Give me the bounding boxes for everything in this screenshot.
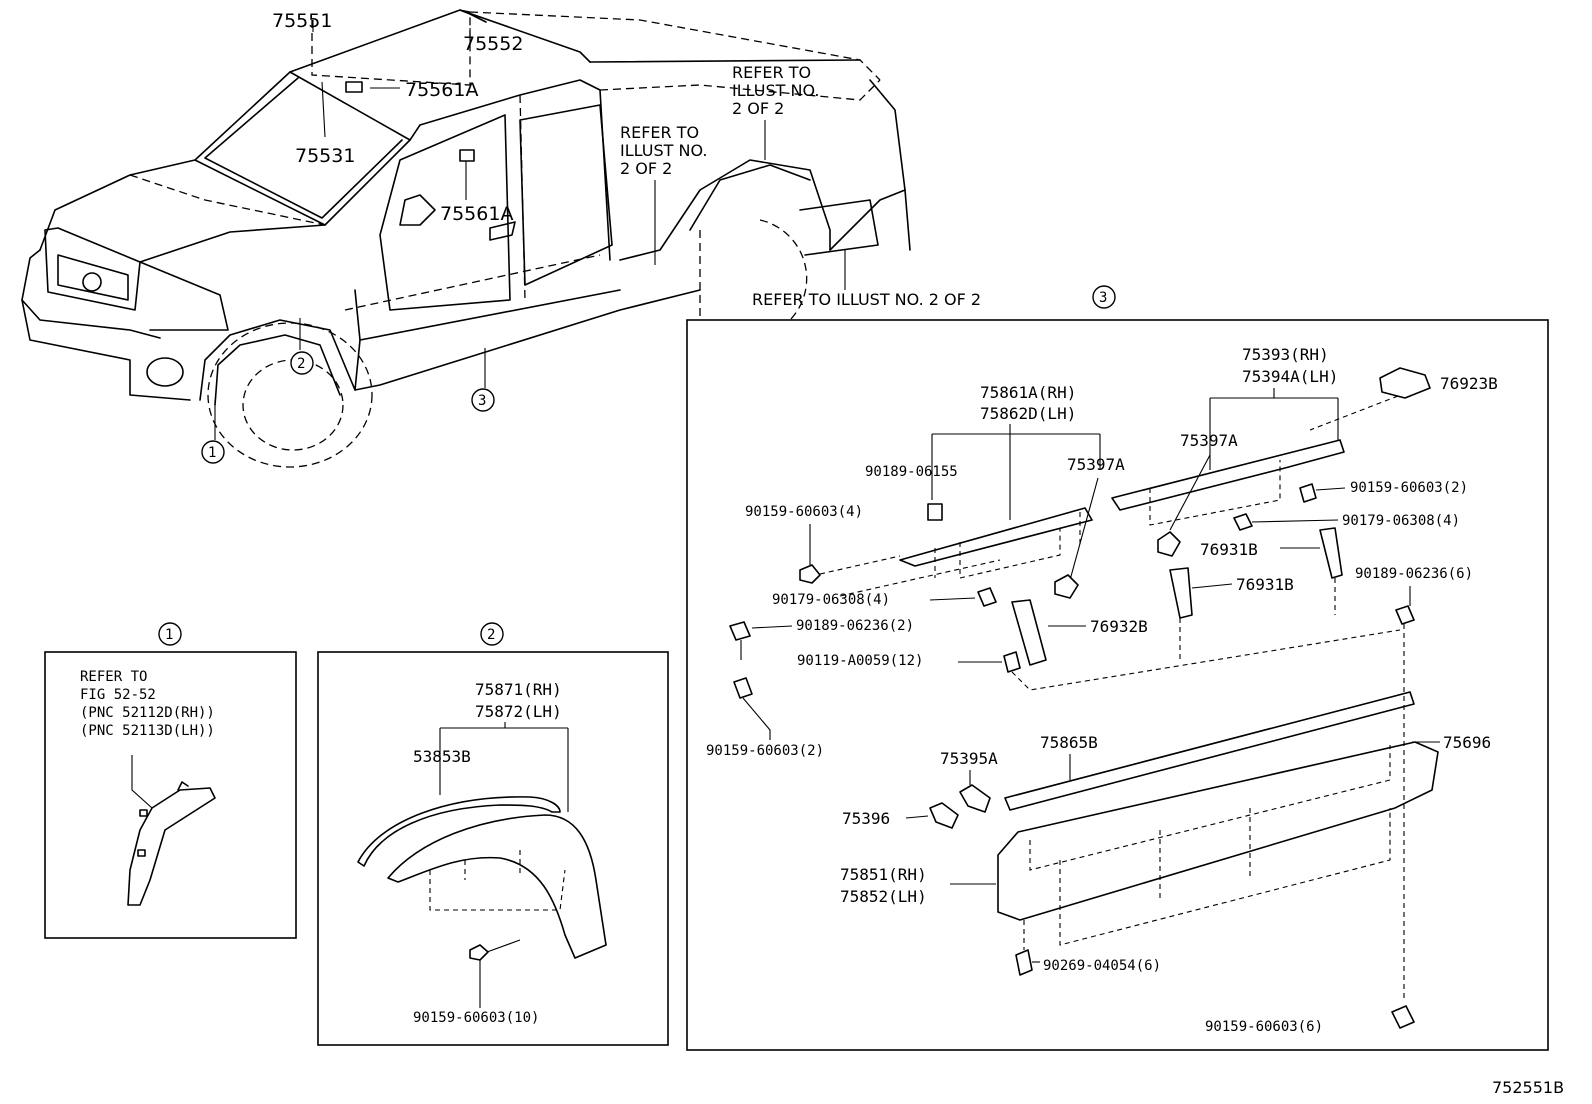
- panel-2-frame: [317, 651, 669, 1046]
- fender-flare: [387, 814, 607, 959]
- callout-3: 3: [478, 393, 486, 409]
- callout-2: 2: [297, 356, 305, 372]
- label-75397a-left: 75397A: [1067, 455, 1125, 474]
- label-75551: 75551: [272, 10, 332, 32]
- label-75561a-door: 75561A: [440, 203, 513, 225]
- refer-note-1-line-2: ILLUST NO.: [732, 81, 819, 100]
- label-75696: 75696: [1443, 733, 1491, 752]
- panel-3-frame: [686, 319, 1549, 1051]
- callout-circle-3: [471, 388, 495, 412]
- fender-molding-strip: [357, 796, 561, 867]
- panel-2-header: 2: [487, 627, 495, 643]
- label-75851: 75851(RH): [840, 865, 927, 884]
- label-90159-2-right: 90159-60603(2): [1350, 480, 1468, 496]
- label-90119: 90119-A0059(12): [797, 653, 923, 669]
- panel-3-header: 3: [1099, 290, 1107, 306]
- label-75395a: 75395A: [940, 749, 998, 768]
- label-90269: 90269-04054(6): [1043, 958, 1161, 974]
- callout-1: 1: [208, 445, 216, 461]
- bracket-76931b-1: [1319, 527, 1343, 579]
- truck-callouts: 2 3 1: [201, 351, 495, 464]
- panel-1-line-2: FIG 52-52: [80, 687, 156, 703]
- panel-1-line-1: REFER TO: [80, 669, 147, 685]
- label-90159-2-left: 90159-60603(2): [706, 743, 824, 759]
- panel-1-line-4: (PNC 52113D(LH)): [80, 723, 215, 739]
- label-76931b-2: 76931B: [1236, 575, 1294, 594]
- refer-note-1-line-3: 2 OF 2: [732, 99, 784, 118]
- diagram-id: 752551B: [1492, 1078, 1564, 1097]
- label-75396: 75396: [842, 809, 890, 828]
- label-75861a: 75861A(RH): [980, 383, 1076, 402]
- panel-1-frame: [44, 651, 297, 939]
- refer-note-1-line-1: REFER TO: [732, 63, 811, 82]
- label-75393: 75393(RH): [1242, 345, 1329, 364]
- refer-note-2-line-3: 2 OF 2: [620, 159, 672, 178]
- rail-75393: [1111, 439, 1345, 511]
- callout-circle-1: [201, 440, 225, 464]
- panel-1-line-3: (PNC 52112D(RH)): [80, 705, 215, 721]
- label-76932b: 76932B: [1090, 617, 1148, 636]
- clip-76923b: [1379, 367, 1431, 399]
- clip-75397a-left: [1054, 574, 1079, 599]
- label-75852: 75852(LH): [840, 887, 927, 906]
- strip-75865b: [1004, 691, 1415, 811]
- clip-75397a-right: [1157, 531, 1181, 557]
- label-90189-6: 90189-06236(6): [1355, 566, 1473, 582]
- mudguard-part: [127, 787, 216, 906]
- label-90189-2: 90189-06236(2): [796, 618, 914, 634]
- label-75394a: 75394A(LH): [1242, 367, 1338, 386]
- clip-75396: [929, 802, 959, 829]
- label-75561a-roof: 75561A: [405, 79, 478, 101]
- panel-3-header-circle: [1092, 285, 1116, 309]
- label-75531: 75531: [295, 145, 355, 167]
- truck-labels: 75551 75552 75561A 75531 75561A: [272, 10, 523, 225]
- rail-75861a: [899, 507, 1093, 567]
- panel-1-header-circle: [158, 622, 182, 646]
- label-53853b: 53853B: [413, 747, 471, 766]
- panel-2-header-circle: [480, 622, 504, 646]
- callout-circle-2: [290, 351, 314, 375]
- label-75862d: 75862D(LH): [980, 404, 1076, 423]
- clip-75395a: [959, 784, 991, 813]
- label-76923b: 76923B: [1440, 374, 1498, 393]
- panel-1-header: 1: [165, 627, 173, 643]
- label-75397a-right: 75397A: [1180, 431, 1238, 450]
- refer-note-3: REFER TO ILLUST NO. 2 OF 2: [752, 290, 981, 309]
- label-90179-4-right: 90179-06308(4): [1342, 513, 1460, 529]
- bracket-76931b-2: [1169, 567, 1193, 619]
- truck-illustration: [21, 9, 911, 468]
- panel-2: 2 75871(RH) 75872(LH) 53853B 90159-60603…: [317, 622, 669, 1046]
- rocker-panel-75851: [997, 741, 1439, 921]
- label-bolt-10: 90159-60603(10): [413, 1010, 539, 1026]
- bracket-76932b: [1011, 599, 1047, 666]
- label-75871: 75871(RH): [475, 680, 562, 699]
- label-90159-4: 90159-60603(4): [745, 504, 863, 520]
- panel-1: 1 REFER TO FIG 52-52 (PNC 52112D(RH)) (P…: [44, 622, 297, 939]
- refer-note-2-line-2: ILLUST NO.: [620, 141, 707, 160]
- label-75552: 75552: [463, 33, 523, 55]
- label-90189-06155: 90189-06155: [865, 464, 958, 480]
- panel-3: 3 75393(RH) 75394A(LH) 76923B 75397A 758…: [686, 285, 1549, 1051]
- label-76931b-1: 76931B: [1200, 540, 1258, 559]
- label-90159-6: 90159-60603(6): [1205, 1019, 1323, 1035]
- refer-notes: REFER TO ILLUST NO. 2 OF 2 REFER TO ILLU…: [620, 63, 981, 309]
- label-75872: 75872(LH): [475, 702, 562, 721]
- refer-note-2-line-1: REFER TO: [620, 123, 699, 142]
- label-90179-4-left: 90179-06308(4): [772, 592, 890, 608]
- label-75865b: 75865B: [1040, 733, 1098, 752]
